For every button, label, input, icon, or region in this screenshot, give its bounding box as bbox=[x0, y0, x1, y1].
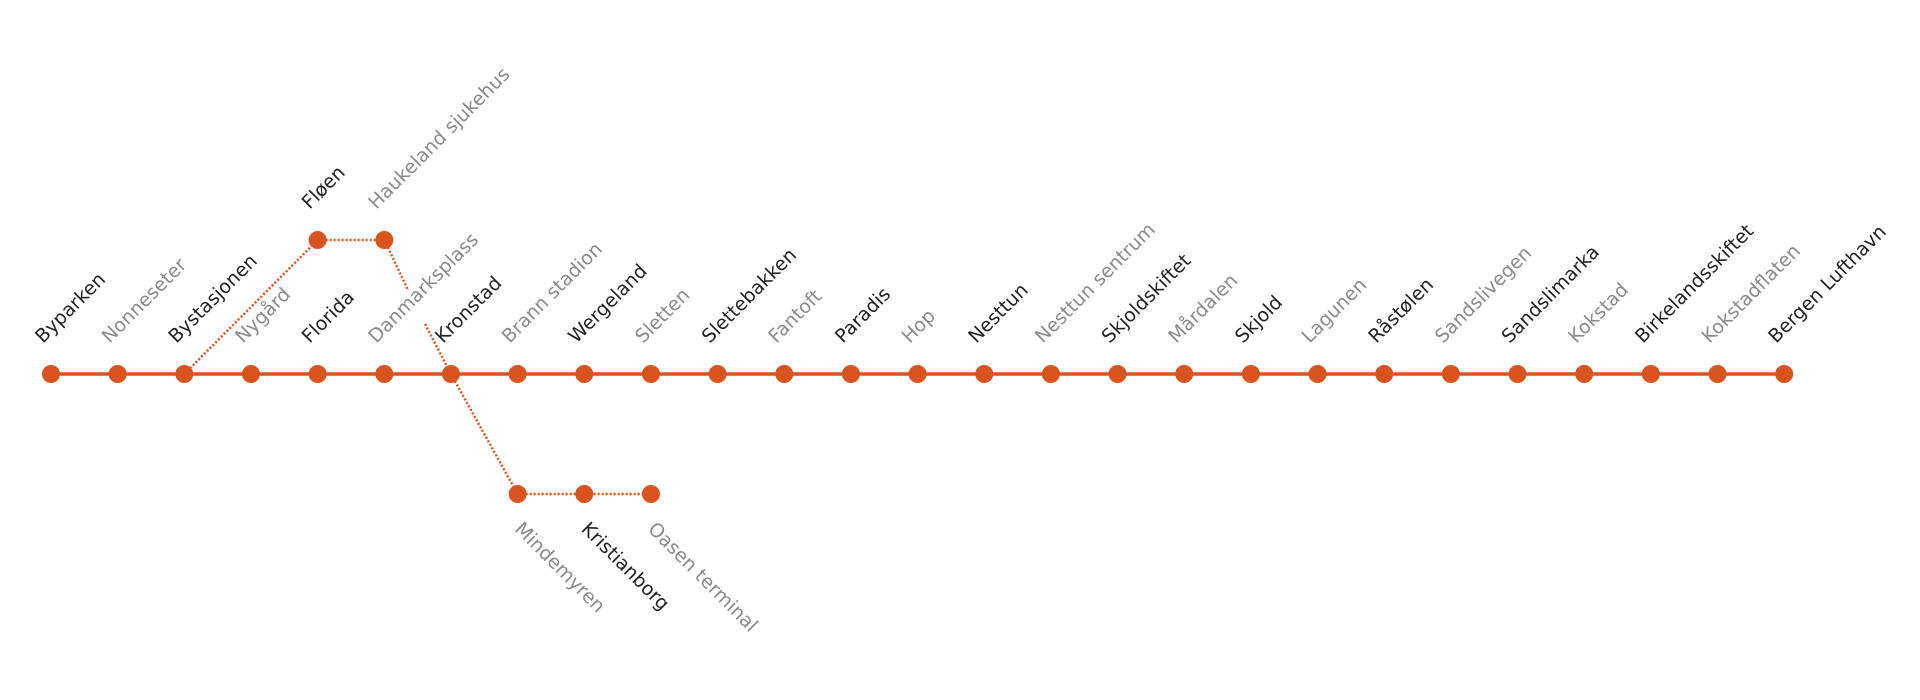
route-stops bbox=[42, 231, 1794, 503]
stop-danmarksplass bbox=[375, 365, 394, 383]
stop-label-birkelandsskiftet: Birkelandsskiftet bbox=[1631, 220, 1758, 347]
stop-kokstad bbox=[1575, 365, 1594, 383]
stop-lagunen bbox=[1308, 365, 1327, 383]
stop-sletten bbox=[641, 365, 660, 383]
stop-slettebakken bbox=[708, 365, 727, 383]
south-branch-connector bbox=[449, 373, 519, 495]
stop-kokstadflaten bbox=[1708, 365, 1727, 383]
stop-florida bbox=[308, 365, 327, 383]
stop-label-lagunen: Lagunen bbox=[1298, 274, 1372, 348]
stop-skjoldskiftet bbox=[1108, 365, 1127, 383]
stop-bystasjonen bbox=[175, 365, 194, 383]
stop-byparken bbox=[42, 365, 60, 383]
stop-brann-stadion bbox=[508, 365, 527, 383]
stop-haukeland-sjukehus bbox=[375, 231, 394, 249]
stop-label-florida: Florida bbox=[298, 286, 359, 347]
stop-wergeland bbox=[575, 365, 594, 383]
stop-kronstad bbox=[441, 365, 460, 383]
stop-floen bbox=[308, 231, 327, 249]
north-branch-connector bbox=[183, 239, 319, 375]
stop-oasen-terminal bbox=[641, 485, 660, 503]
north-branch-tail-end bbox=[423, 323, 453, 375]
stop-paradis bbox=[841, 365, 860, 383]
stop-label-nesttun-sentrum: Nesttun sentrum bbox=[1031, 219, 1160, 348]
stop-label-haukeland-sjukehus: Haukeland sjukehus bbox=[364, 63, 514, 213]
stop-mindemyren bbox=[508, 485, 527, 503]
stop-mardalen bbox=[1175, 365, 1194, 383]
stop-nonneseter bbox=[108, 365, 127, 383]
stop-label-fantoft: Fantoft bbox=[764, 285, 826, 347]
stop-label-rastolen: Råstølen bbox=[1363, 273, 1438, 348]
stop-rastolen bbox=[1375, 365, 1394, 383]
north-branch-tail bbox=[383, 239, 410, 291]
stop-fantoft bbox=[775, 365, 794, 383]
stop-nesttun-sentrum bbox=[1041, 365, 1060, 383]
stop-hop bbox=[908, 365, 927, 383]
stop-nygard bbox=[241, 365, 260, 383]
stop-kristianborg bbox=[575, 485, 594, 503]
stop-nesttun bbox=[975, 365, 994, 383]
stop-sandslivegen bbox=[1441, 365, 1460, 383]
stop-label-paradis: Paradis bbox=[831, 283, 895, 347]
stop-label-nygard: Nygård bbox=[230, 283, 295, 348]
stop-label-sletten: Sletten bbox=[631, 284, 694, 347]
stop-birkelandsskiftet bbox=[1641, 365, 1660, 383]
stop-label-nesttun: Nesttun bbox=[964, 279, 1032, 347]
stop-label-bergen-lufthavn: Bergen Lufthavn bbox=[1764, 221, 1891, 348]
stop-label-kokstad: Kokstad bbox=[1564, 279, 1633, 348]
stop-bergen-lufthavn bbox=[1775, 365, 1794, 383]
stop-label-skjold: Skjold bbox=[1231, 291, 1287, 347]
stop-label-oasen-terminal: Oasen terminal bbox=[643, 518, 762, 637]
stop-skjold bbox=[1241, 365, 1260, 383]
stop-label-floen: Fløen bbox=[298, 162, 350, 214]
stop-sandslimarka bbox=[1508, 365, 1527, 383]
stop-label-hop: Hop bbox=[898, 305, 940, 347]
stop-label-byparken: Byparken bbox=[31, 268, 110, 347]
